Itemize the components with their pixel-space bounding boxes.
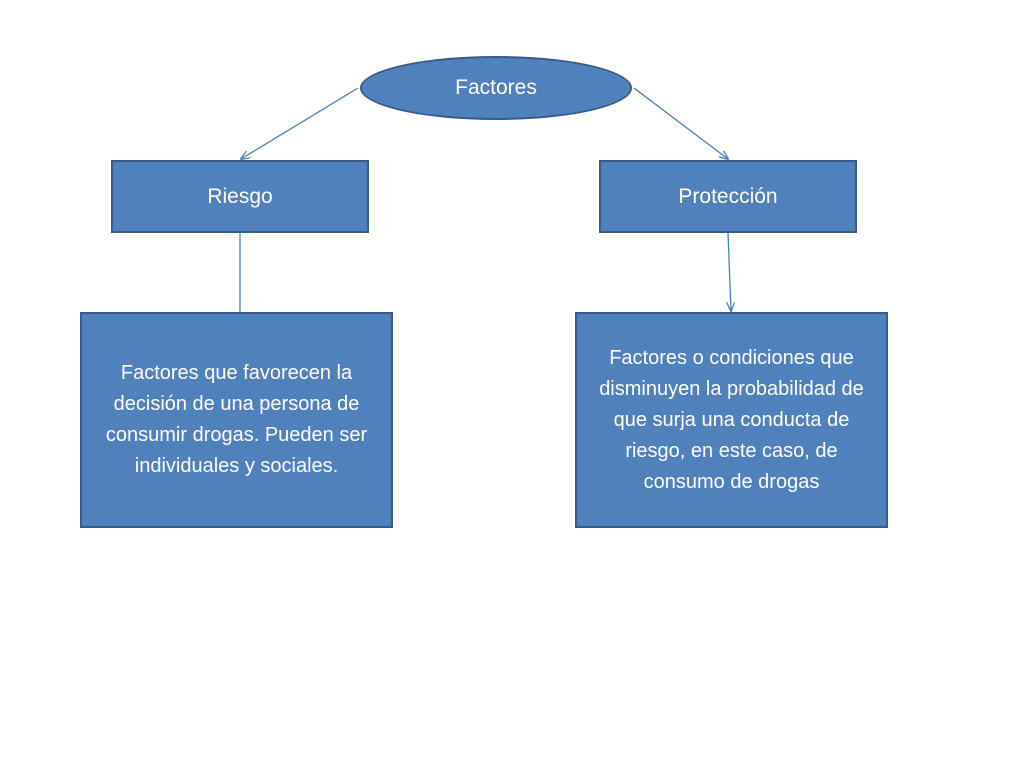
root-node-label: Factores <box>455 76 537 99</box>
proteccion-description-text: Factores o condiciones que disminuyen la… <box>599 346 864 493</box>
root-node-factores: Factores <box>360 56 632 120</box>
arrow-factores-to-proteccion <box>633 87 728 159</box>
node-riesgo-label: Riesgo <box>207 184 273 208</box>
node-proteccion: Protección <box>599 160 857 233</box>
riesgo-description-text: Factores que favorecen la decisión de un… <box>105 362 368 477</box>
node-riesgo: Riesgo <box>111 160 369 233</box>
arrow-proteccion-to-description <box>728 232 731 311</box>
node-proteccion-description: Factores o condiciones que disminuyen la… <box>575 312 888 528</box>
arrow-factores-to-riesgo <box>241 87 359 159</box>
node-riesgo-description: Factores que favorecen la decisión de un… <box>80 312 393 528</box>
node-proteccion-label: Protección <box>678 184 778 208</box>
